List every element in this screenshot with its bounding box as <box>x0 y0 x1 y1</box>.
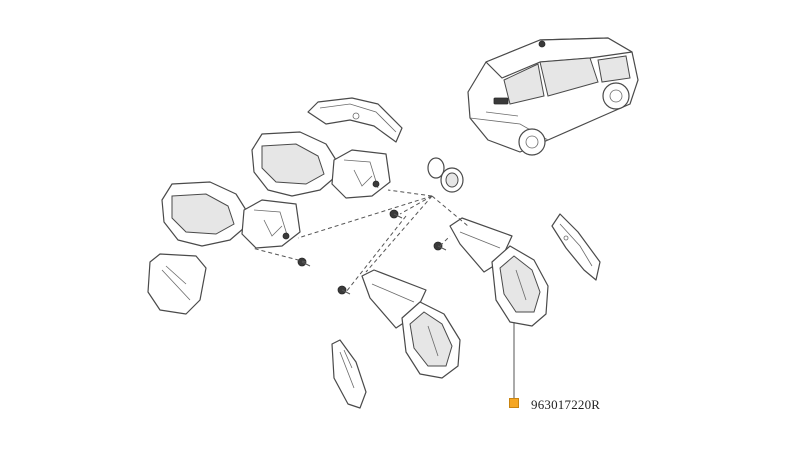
mirror-cover-right <box>551 213 601 281</box>
mirror-assembly-lower <box>161 181 301 249</box>
mirror-housing-center <box>361 269 461 379</box>
mirror-assembly-upper <box>251 131 391 199</box>
leader-lines <box>251 189 469 293</box>
mirror-glass-center <box>331 339 367 409</box>
grommet-set <box>427 157 464 193</box>
vehicle-illustration <box>467 37 639 156</box>
mirror-housing-right <box>449 217 549 327</box>
part-number-label[interactable]: 963017220R <box>531 397 601 412</box>
screw-set <box>297 209 447 295</box>
mirror-glass-left <box>147 253 207 315</box>
part-number-marker[interactable] <box>509 398 519 408</box>
mirror-cover-upper <box>307 97 403 143</box>
